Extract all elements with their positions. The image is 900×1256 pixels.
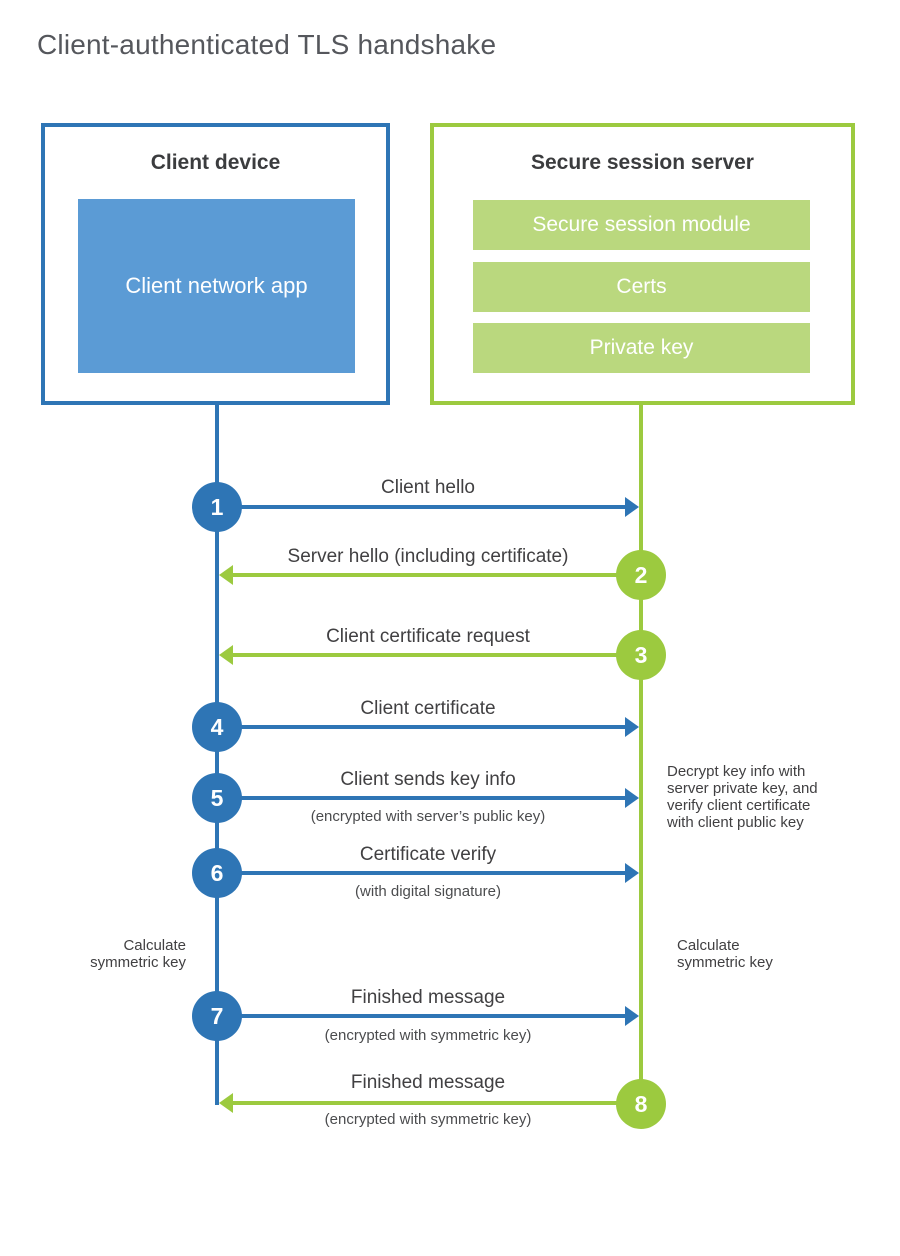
- step-8-badge: 8: [616, 1079, 666, 1129]
- client-network-app-box: Client network app: [78, 199, 355, 373]
- step-1-number: 1: [210, 493, 224, 520]
- label-client-certificate: Client certificate: [360, 698, 496, 719]
- decrypt-key-info-note: Decrypt key info with server private key…: [667, 763, 818, 831]
- secure-session-server-box: Secure session server Secure session mod…: [430, 123, 855, 405]
- arrow-client-sends-key-info: [217, 788, 639, 808]
- label-finished-message-server: Finished message: [350, 1072, 506, 1093]
- sublabel-encrypted-symmetric-key-server: (encrypted with symmetric key): [324, 1111, 532, 1128]
- label-finished-message-client: Finished message: [350, 987, 506, 1008]
- step-3-badge: 3: [616, 630, 666, 680]
- client-lifeline: [215, 404, 219, 1105]
- page-title: Client-authenticated TLS handshake: [37, 29, 497, 60]
- sublabel-encrypted-server-public-key: (encrypted with server’s public key): [310, 808, 546, 825]
- label-client-sends-key-info: Client sends key info: [340, 769, 516, 790]
- calculate-symmetric-key-left: Calculate symmetric key: [90, 937, 186, 971]
- sublabel-encrypted-symmetric-key-client: (encrypted with symmetric key): [324, 1027, 532, 1044]
- server-module-secure-session-module: Secure session module: [473, 200, 810, 250]
- arrow-finished-message-server: [219, 1093, 641, 1113]
- step-1-badge: 1: [192, 482, 242, 532]
- step-5-badge: 5: [192, 773, 242, 823]
- label-certificate-verify: Certificate verify: [359, 844, 497, 865]
- arrow-certificate-verify: [217, 863, 639, 883]
- arrow-client-certificate-request: [219, 645, 641, 665]
- arrow-client-certificate: [217, 717, 639, 737]
- server-module-certs: Certs: [473, 262, 810, 312]
- client-device-heading: Client device: [150, 151, 281, 174]
- step-2-number: 2: [634, 561, 648, 588]
- server-lifeline: [639, 404, 643, 1106]
- label-client-hello: Client hello: [381, 477, 475, 498]
- step-4-badge: 4: [192, 702, 242, 752]
- label-client-certificate-request: Client certificate request: [326, 626, 530, 647]
- server-module-private-key: Private key: [473, 323, 810, 373]
- client-network-app-label: Client network app: [125, 273, 308, 299]
- step-6-badge: 6: [192, 848, 242, 898]
- step-2-badge: 2: [616, 550, 666, 600]
- step-8-number: 8: [634, 1090, 648, 1117]
- label-server-hello: Server hello (including certificate): [287, 546, 569, 567]
- step-6-number: 6: [210, 859, 224, 886]
- arrow-server-hello: [219, 565, 641, 585]
- calculate-symmetric-key-right: Calculate symmetric key: [677, 937, 773, 971]
- step-7-number: 7: [210, 1002, 224, 1029]
- step-7-badge: 7: [192, 991, 242, 1041]
- secure-session-server-heading: Secure session server: [531, 151, 754, 174]
- step-4-number: 4: [210, 713, 224, 740]
- arrow-client-hello: [217, 497, 639, 517]
- client-device-box: Client device Client network app: [41, 123, 390, 405]
- step-5-number: 5: [210, 784, 224, 811]
- step-3-number: 3: [634, 641, 648, 668]
- arrow-finished-message-client: [217, 1006, 639, 1026]
- sublabel-digital-signature: (with digital signature): [355, 883, 501, 900]
